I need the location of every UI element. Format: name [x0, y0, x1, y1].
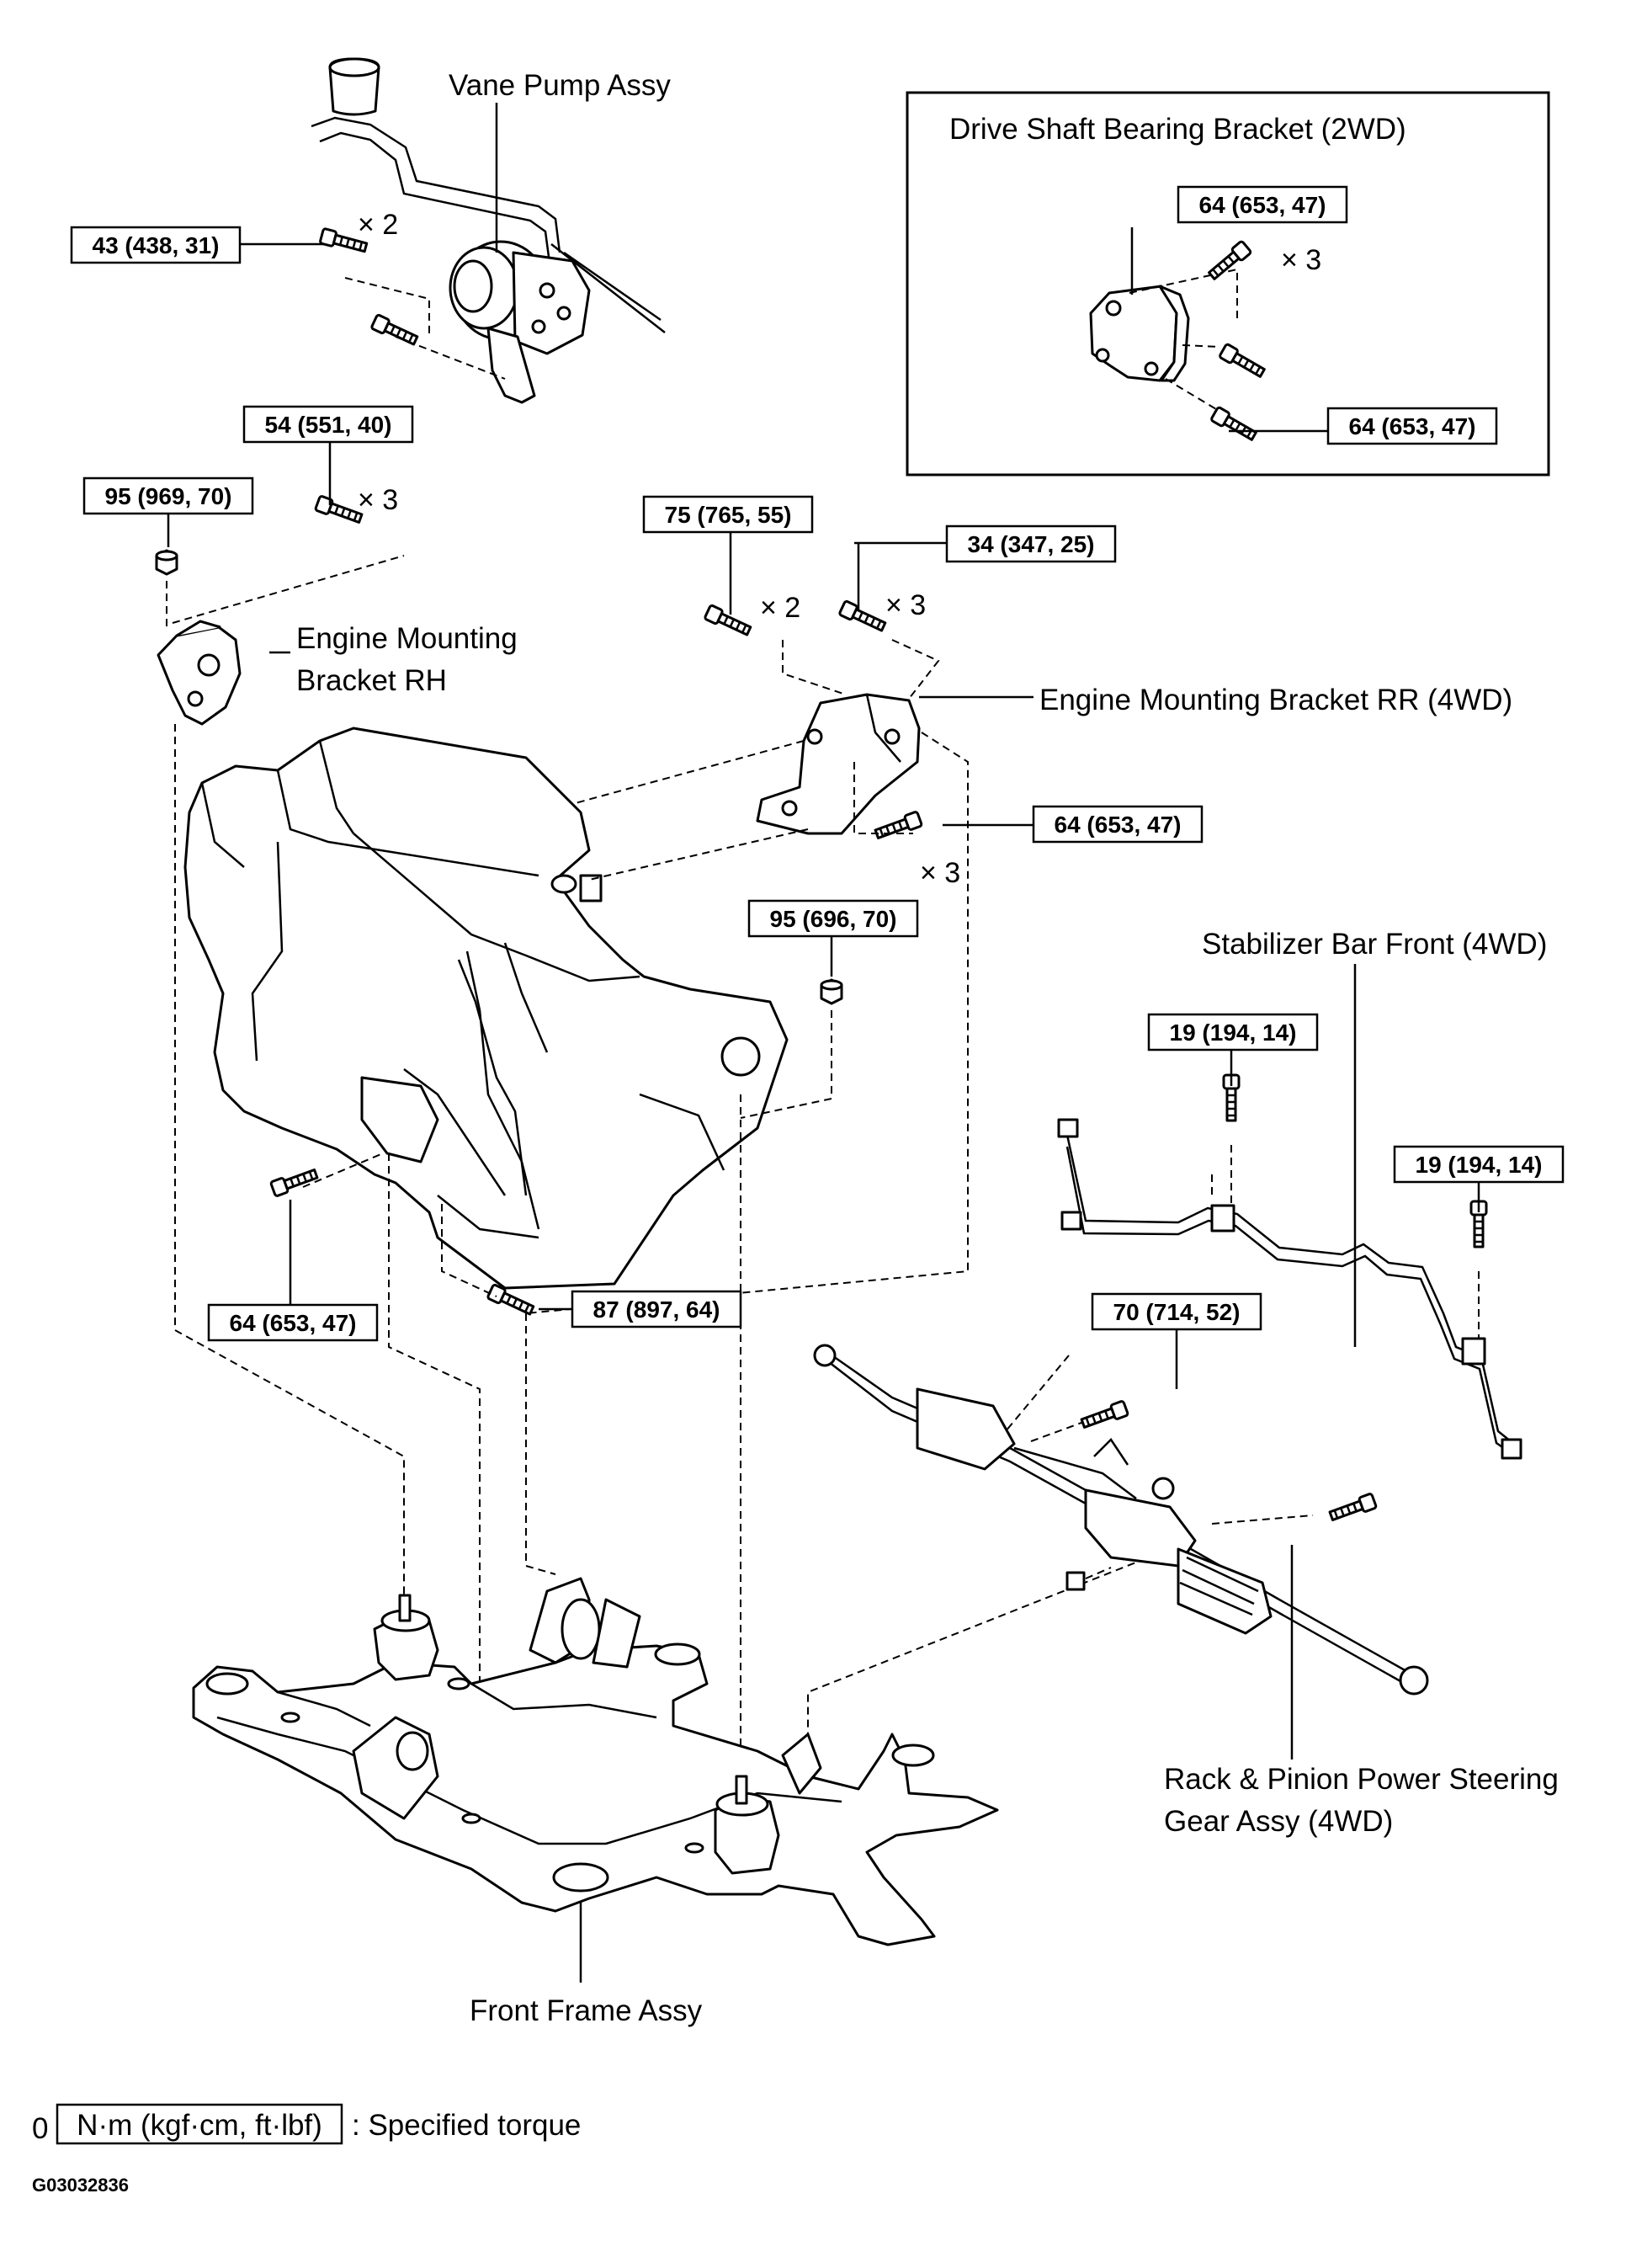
torque-value: 19 (194, 14)	[1170, 1020, 1297, 1046]
label-vane-pump: Vane Pump Assy	[449, 69, 671, 102]
drive-shaft-bearing-bracket-drawing	[1089, 227, 1267, 445]
torque-box: 95 (969, 70)	[82, 476, 254, 515]
torque-box: 64 (653, 47)	[1177, 185, 1348, 224]
multiplier-x2: × 2	[358, 209, 398, 241]
label-stabilizer-bar: Stabilizer Bar Front (4WD)	[1202, 928, 1547, 961]
multiplier-x3: × 3	[1281, 244, 1321, 276]
engine-mount-rh-drawing	[155, 494, 405, 726]
torque-value: 75 (765, 55)	[665, 502, 792, 528]
engine-block-drawing	[183, 727, 789, 1290]
torque-box: 95 (696, 70)	[747, 899, 919, 938]
rack-pinion-drawing	[813, 1344, 1429, 1696]
torque-value: 34 (347, 25)	[968, 531, 1095, 557]
torque-box: 75 (765, 55)	[642, 495, 814, 534]
torque-value: 64 (653, 47)	[230, 1310, 357, 1336]
engine-mount-rr-drawing	[525, 599, 969, 1314]
torque-box: 19 (194, 14)	[1393, 1145, 1565, 1184]
multiplier-x3: × 3	[885, 589, 926, 621]
torque-value: 19 (194, 14)	[1416, 1152, 1543, 1178]
torque-box: 19 (194, 14)	[1147, 1013, 1319, 1051]
torque-box: 87 (897, 64)	[571, 1290, 742, 1328]
legend: 0 N·m (kgf·cm, ft·lbf) : Specified torqu…	[32, 2103, 581, 2145]
torque-box: 64 (653, 47)	[1032, 805, 1204, 844]
torque-value: 95 (696, 70)	[770, 906, 897, 932]
torque-value: 54 (551, 40)	[265, 412, 392, 438]
torque-box: 64 (653, 47)	[1326, 407, 1498, 445]
legend-text: : Specified torque	[352, 2109, 581, 2142]
label-engine-mount-rh-1: Engine Mounting	[296, 622, 518, 655]
label-front-frame: Front Frame Assy	[470, 1994, 703, 2027]
torque-value: 64 (653, 47)	[1349, 413, 1476, 439]
legend-unit-box: N·m (kgf·cm, ft·lbf)	[77, 2109, 322, 2142]
engine-lower-bolts-drawing	[268, 1153, 536, 1319]
vane-pump-drawing	[311, 57, 666, 404]
torque-box: 70 (714, 52)	[1091, 1292, 1262, 1331]
torque-value: 70 (714, 52)	[1113, 1299, 1241, 1325]
label-rack-pinion-1: Rack & Pinion Power Steering	[1164, 1763, 1559, 1796]
inset-frame	[906, 91, 1550, 476]
multiplier-x3: × 3	[920, 857, 960, 889]
multiplier-x3: × 3	[358, 484, 398, 516]
torque-value: 64 (653, 47)	[1199, 192, 1326, 218]
label-rack-pinion-2: Gear Assy (4WD)	[1164, 1805, 1393, 1838]
front-frame-drawing	[192, 1577, 999, 1946]
torque-value: 43 (438, 31)	[93, 232, 220, 258]
nut-center-drawing	[740, 978, 843, 1119]
figure-code: G03032836	[32, 2175, 129, 2196]
alignment-dashes	[174, 724, 1171, 1793]
multiplier-x2: × 2	[760, 592, 800, 624]
torque-box: 43 (438, 31)	[70, 226, 242, 264]
torque-value: 64 (653, 47)	[1055, 812, 1182, 838]
torque-value: 87 (897, 64)	[593, 1296, 720, 1323]
label-engine-mount-rr: Engine Mounting Bracket RR (4WD)	[1039, 684, 1512, 716]
torque-box: 34 (347, 25)	[945, 524, 1117, 563]
label-engine-mount-rh-2: Bracket RH	[296, 664, 447, 697]
torque-box: 64 (653, 47)	[207, 1303, 379, 1342]
label-drive-shaft-bracket: Drive Shaft Bearing Bracket (2WD)	[949, 113, 1406, 146]
legend-prefix: 0	[32, 2112, 48, 2145]
stabilizer-bar-drawing	[1057, 1073, 1522, 1460]
torque-value: 95 (969, 70)	[105, 483, 232, 509]
torque-box: 54 (551, 40)	[242, 405, 414, 444]
leader-lines	[167, 103, 1480, 1983]
